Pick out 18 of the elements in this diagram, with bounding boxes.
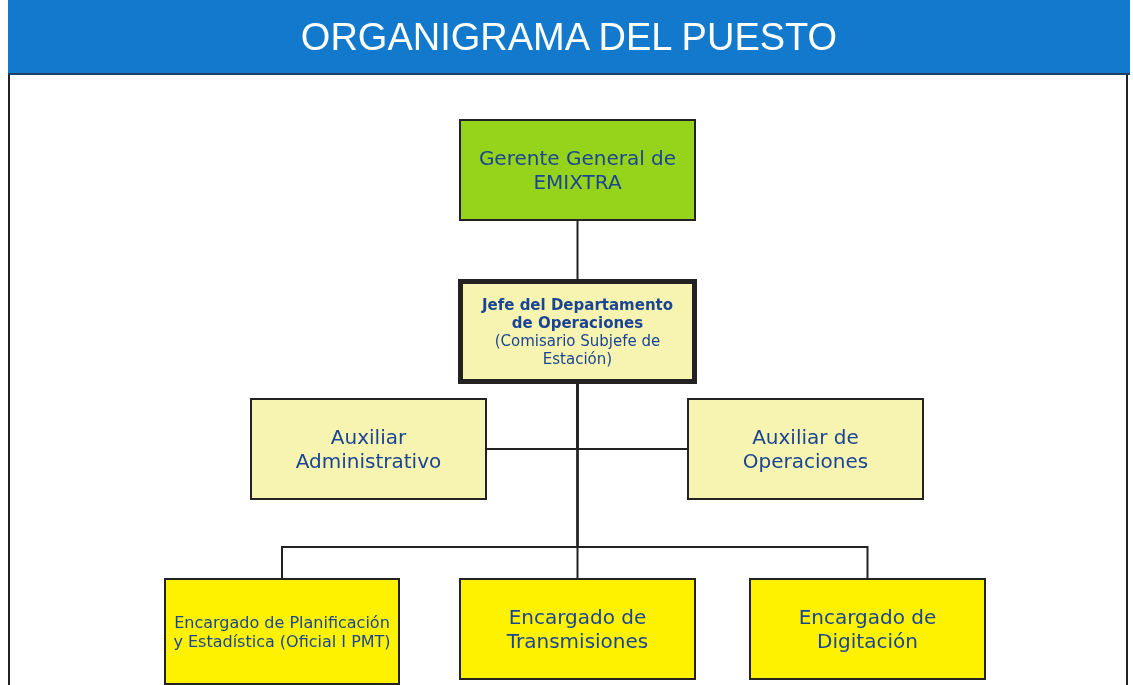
highlighted-position-box	[458, 279, 697, 384]
position-name: Encargado de Digitación	[797, 605, 938, 653]
position-name: Encargado de Transmisiones	[505, 605, 650, 653]
position-name: Auxiliar de Operaciones	[741, 425, 870, 473]
title-banner: ORGANIGRAMA DEL PUESTO	[8, 0, 1130, 75]
connector-line	[576, 383, 869, 579]
position-box	[164, 578, 400, 685]
position-name: Auxiliar Administrativo	[294, 425, 443, 473]
position-box	[749, 578, 986, 680]
position-name: (Comisario Subjefe de Estación)	[493, 331, 662, 368]
position-box	[459, 119, 696, 221]
position-box	[459, 578, 696, 680]
position-title: Jefe del Departamento de Operaciones	[480, 295, 675, 332]
position-box	[687, 398, 924, 500]
position-name: Encargado de Planificación y Estadística (Oficial I PMT)	[172, 612, 392, 651]
connector-line	[576, 220, 579, 280]
position-box	[250, 398, 487, 500]
position-name: Gerente General de EMIXTRA	[477, 146, 678, 194]
